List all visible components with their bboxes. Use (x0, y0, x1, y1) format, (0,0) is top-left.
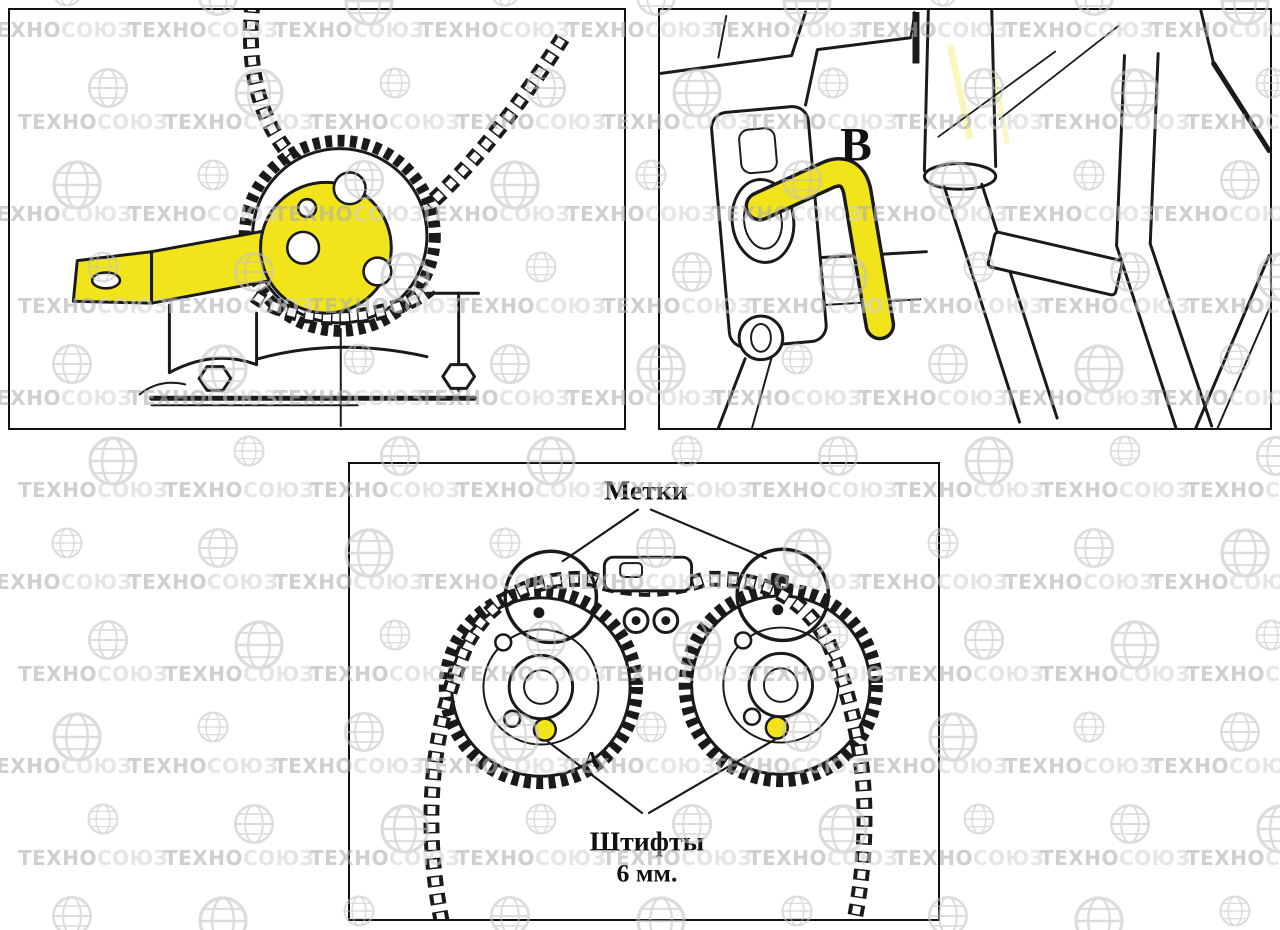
tensioner-bracket (710, 105, 828, 428)
cam-sprockets-drawing: Метки A Штифты 6 мм. (423, 476, 938, 919)
watermark-brand-text: ТЕХНОСОЮЗ (18, 846, 169, 870)
globe-watermark-icon (87, 619, 129, 661)
mark-dot-left (533, 607, 545, 619)
panel-cam-sprockets: Метки A Штифты 6 мм. (348, 462, 940, 921)
globe-watermark-icon (234, 620, 284, 670)
leader-lines (546, 508, 776, 815)
globe-watermark-icon (51, 527, 83, 559)
globe-watermark-icon (963, 803, 995, 835)
watermark-brand-text: ТЕХНОСОЮЗ (164, 478, 315, 502)
globe-watermark-icon (1074, 896, 1124, 930)
globe-watermark-icon (1109, 803, 1151, 845)
globe-watermark-icon (1255, 619, 1280, 651)
watermark-brand-text: ТЕХНОСОЮЗ (164, 662, 315, 686)
panel-hex-key-tensioner: B (658, 8, 1272, 430)
tool-disc-hole-top (332, 171, 367, 206)
bolt-hex-left (197, 365, 233, 392)
watermark-brand-text: ТЕХНОСОЮЗ (1040, 662, 1191, 686)
watermark-brand-text: ТЕХНОСОЮЗ (0, 570, 133, 594)
bolt-hex-right (441, 363, 476, 390)
watermark-brand-text: ТЕХНОСОЮЗ (0, 754, 133, 778)
tool-handle-hole (90, 271, 122, 290)
watermark-brand-text: ТЕХНОСОЮЗ (1186, 478, 1280, 502)
globe-watermark-icon (963, 619, 1005, 661)
crank-locking-tool (71, 171, 393, 315)
globe-watermark-icon (197, 527, 239, 569)
globe-watermark-icon (492, 0, 518, 7)
caption-pins-line1: Штифты (590, 827, 705, 858)
globe-watermark-icon (964, 436, 1014, 486)
globe-watermark-icon (52, 712, 102, 762)
alignment-tick (912, 11, 920, 64)
watermark-brand-text: ТЕХНОСОЮЗ (164, 846, 315, 870)
watermark-brand-text: ТЕХНОСОЮЗ (1186, 846, 1280, 870)
tool-disc-hole-mid (285, 230, 321, 265)
cross-bar (986, 230, 1124, 297)
rim-mark-left (525, 575, 545, 588)
tool-disc-hole-small (296, 197, 318, 219)
globe-watermark-icon (1255, 435, 1280, 477)
globe-watermark-icon (51, 895, 93, 930)
globe-watermark-icon (1110, 620, 1160, 670)
watermark-brand-text: ТЕХНОСОЮЗ (128, 754, 279, 778)
globe-watermark-icon (1073, 711, 1105, 743)
tool-disc-hole-bottom (362, 256, 393, 287)
hex-key-drawing: B (660, 10, 1270, 428)
tool-disc (259, 180, 393, 315)
watermark-brand-text: ТЕХНОСОЮЗ (18, 478, 169, 502)
globe-watermark-icon (1256, 804, 1280, 854)
watermark-brand-text: ТЕХНОСОЮЗ (18, 662, 169, 686)
label-b: B (840, 120, 872, 172)
mark-dot-right (772, 604, 784, 616)
title-marks: Метки (604, 476, 688, 507)
bracket-slot (738, 127, 778, 175)
globe-watermark-icon (54, 0, 80, 7)
pin-6mm-right (764, 715, 789, 740)
bracket-eye (737, 314, 785, 362)
watermark-brand-text: ТЕХНОСОЮЗ (1040, 846, 1191, 870)
globe-watermark-icon (88, 436, 138, 486)
label-a: A (584, 747, 600, 771)
globe-watermark-icon (233, 435, 265, 467)
globe-watermark-icon (1219, 895, 1251, 927)
watermark-brand-text: ТЕХНОСОЮЗ (1150, 570, 1280, 594)
panel-crank-locking-tool (8, 8, 626, 430)
crank-tool-drawing (71, 10, 570, 428)
hex-key-tool (744, 157, 896, 341)
watermark-brand-text: ТЕХНОСОЮЗ (1004, 570, 1155, 594)
globe-watermark-icon (1220, 528, 1270, 578)
globe-watermark-icon (87, 803, 119, 835)
watermark-brand-text: ТЕХНОСОЮЗ (1004, 754, 1155, 778)
pin-6mm-left (532, 717, 558, 742)
globe-watermark-icon (1109, 435, 1141, 467)
globe-watermark-icon (198, 896, 248, 930)
watermark-brand-text: ТЕХНОСОЮЗ (1150, 754, 1280, 778)
globe-watermark-icon (930, 0, 956, 7)
globe-watermark-icon (197, 711, 229, 743)
globe-watermark-icon (1073, 527, 1115, 569)
cylinder-and-rods (922, 10, 1270, 428)
globe-watermark-icon (1219, 711, 1261, 753)
watermark-brand-text: ТЕХНОСОЮЗ (128, 570, 279, 594)
caption-pins-line2: 6 мм. (617, 858, 678, 887)
globe-watermark-icon (233, 803, 275, 845)
watermark-brand-text: ТЕХНОСОЮЗ (1040, 478, 1191, 502)
watermark-brand-text: ТЕХНОСОЮЗ (1186, 662, 1280, 686)
